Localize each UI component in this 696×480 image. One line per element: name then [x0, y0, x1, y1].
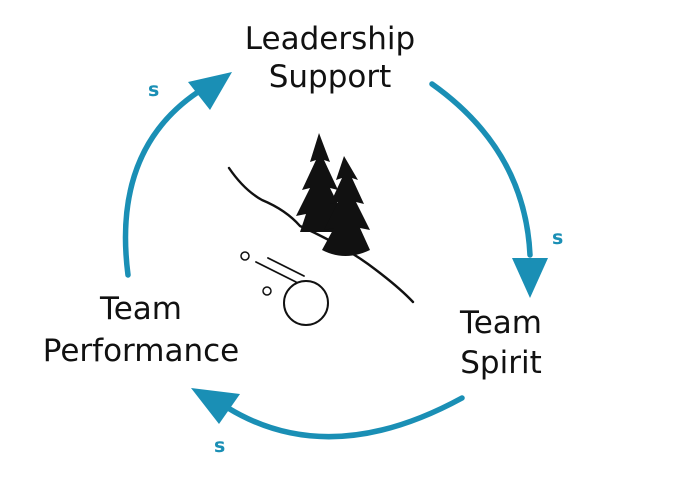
node-label-line1: Leadership	[245, 21, 415, 57]
pine-trees-icon	[296, 133, 370, 256]
polarity-label: s	[148, 79, 159, 101]
link-spirit-to-performance: s	[191, 388, 465, 457]
snowball-icon	[283, 280, 329, 326]
node-label-line2: Performance	[43, 333, 239, 369]
link-leadership-to-spirit: s	[429, 81, 563, 298]
small-snowball-icon	[262, 286, 272, 296]
loop-arrow-arc	[429, 81, 533, 258]
arrowhead-icon	[188, 72, 232, 110]
node-leadership-support: Leadership Support	[245, 21, 415, 95]
arrowhead-icon	[512, 258, 548, 298]
polarity-label: s	[552, 227, 563, 249]
node-team-performance: Team Performance	[43, 291, 239, 369]
arrowhead-icon	[191, 388, 240, 424]
snowball-rolling-downhill-icon	[227, 133, 415, 326]
node-team-spirit: Team Spirit	[459, 305, 542, 381]
node-label-line2: Support	[269, 59, 392, 95]
node-label-line1: Team	[459, 305, 542, 341]
loop-arrow-arc	[122, 89, 201, 278]
loop-arrow-arc	[225, 395, 465, 440]
motion-line-icon	[267, 257, 305, 277]
link-performance-to-leadership: s	[122, 72, 232, 278]
node-label-line1: Team	[99, 291, 182, 327]
node-label-line2: Spirit	[460, 345, 541, 381]
polarity-label: s	[214, 435, 225, 457]
hillside-icon	[227, 166, 415, 304]
small-snowball-icon	[240, 251, 250, 261]
motion-line-icon	[255, 261, 297, 283]
